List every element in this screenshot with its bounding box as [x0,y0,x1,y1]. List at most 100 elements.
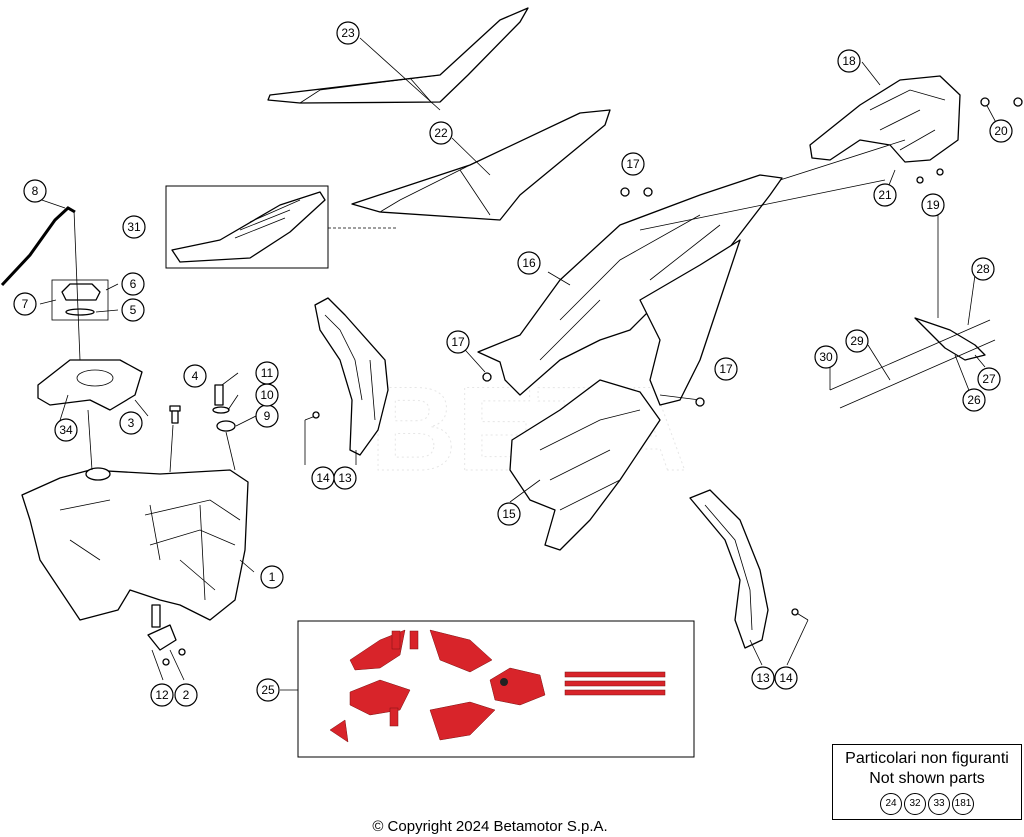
legend-part-181[interactable]: 181 [952,793,974,815]
callout-26[interactable]: 26 [962,388,986,412]
svg-text:11: 11 [261,366,274,380]
copyright-footer: © Copyright 2024 Betamotor S.p.A. [372,818,608,835]
callout-2[interactable]: 2 [174,683,198,707]
callout-1[interactable]: 1 [260,565,284,589]
side-panel-part-15[interactable] [509,379,661,551]
callout-28[interactable]: 28 [971,257,995,281]
svg-text:1: 1 [269,570,276,584]
svg-text:17: 17 [626,157,640,171]
svg-text:15: 15 [502,507,516,521]
side-panel-part-13-right[interactable] [689,489,769,649]
svg-text:27: 27 [982,372,996,386]
callout-29[interactable]: 29 [845,329,869,353]
callout-9[interactable]: 9 [255,404,279,428]
svg-text:21: 21 [878,188,892,202]
svg-text:31: 31 [127,220,141,234]
svg-text:28: 28 [976,262,990,276]
bolt-part-11[interactable] [214,384,224,406]
callout-11[interactable]: 11 [255,361,279,385]
small-hardware [312,97,1023,616]
legend-part-32[interactable]: 32 [904,793,926,815]
svg-text:29: 29 [850,334,864,348]
callout-18[interactable]: 18 [837,49,861,73]
callout-13-right[interactable]: 13 [751,666,775,690]
side-panel-part-13-left[interactable] [314,297,389,456]
svg-text:4: 4 [192,369,199,383]
bolt-part-4[interactable] [169,405,181,424]
callout-7[interactable]: 7 [13,292,37,316]
svg-text:10: 10 [260,388,274,402]
callout-10[interactable]: 10 [255,383,279,407]
not-shown-parts-legend: Particolari non figuranti Not shown part… [832,744,1022,820]
decal-kit-box-25[interactable] [297,620,695,758]
callout-15[interactable]: 15 [497,502,521,526]
svg-text:14: 14 [779,671,793,685]
fuel-tank-part-1[interactable] [21,467,249,621]
callout-12[interactable]: 12 [150,683,174,707]
callout-23[interactable]: 23 [336,21,360,45]
callout-25[interactable]: 25 [256,678,280,702]
legend-part-24[interactable]: 24 [880,793,902,815]
plate-holder-part-26[interactable] [829,317,996,409]
callout-27[interactable]: 27 [977,367,1001,391]
svg-text:7: 7 [22,297,29,311]
svg-text:17: 17 [719,362,733,376]
svg-text:13: 13 [338,471,352,485]
tank-cover-part-3[interactable] [37,359,143,411]
svg-text:19: 19 [926,198,940,212]
svg-text:20: 20 [994,124,1008,138]
seat-part-23[interactable] [267,7,529,104]
legend-subtitle: Not shown parts [869,770,985,787]
breather-hose-part-8[interactable] [0,197,76,287]
fuel-cap-box-7[interactable] [51,279,109,321]
svg-text:14: 14 [316,471,330,485]
callout-20[interactable]: 20 [989,119,1013,143]
svg-text:6: 6 [130,277,137,291]
legend-title: Particolari non figuranti [845,750,1009,767]
callout-6[interactable]: 6 [121,272,145,296]
svg-text:3: 3 [128,416,135,430]
svg-text:26: 26 [967,393,981,407]
svg-text:30: 30 [819,350,833,364]
callout-13-left[interactable]: 13 [333,466,357,490]
svg-text:8: 8 [32,184,39,198]
svg-text:13: 13 [756,671,770,685]
callout-5[interactable]: 5 [121,298,145,322]
grommet-part-9[interactable] [216,420,236,432]
washer-part-10[interactable] [212,406,230,414]
callout-8[interactable]: 8 [23,179,47,203]
callout-21[interactable]: 21 [873,183,897,207]
seat-base-box-31[interactable] [165,185,398,269]
callout-16[interactable]: 16 [517,251,541,275]
svg-text:18: 18 [842,54,856,68]
fuel-fitting-part-12[interactable] [147,604,186,666]
callout-17-left[interactable]: 17 [446,330,470,354]
seat-cover-part-22[interactable] [351,109,611,221]
legend-parts: 24 32 33 181 [833,793,1021,815]
svg-text:16: 16 [522,256,536,270]
svg-text:2: 2 [183,688,190,702]
callout-34[interactable]: 34 [54,418,78,442]
svg-text:17: 17 [451,335,465,349]
svg-text:22: 22 [434,126,448,140]
callout-14-right[interactable]: 14 [774,666,798,690]
callout-31[interactable]: 31 [122,215,146,239]
callout-17-right[interactable]: 17 [714,357,738,381]
rear-mudguard-inner [639,239,741,406]
callout-3[interactable]: 3 [119,411,143,435]
svg-text:9: 9 [264,409,271,423]
callout-4[interactable]: 4 [183,364,207,388]
legend-part-33[interactable]: 33 [928,793,950,815]
svg-text:25: 25 [261,683,275,697]
svg-text:23: 23 [341,26,355,40]
callout-22[interactable]: 22 [429,121,453,145]
svg-text:34: 34 [59,423,73,437]
callout-30[interactable]: 30 [814,345,838,369]
callout-14-left[interactable]: 14 [311,466,335,490]
svg-text:12: 12 [155,688,169,702]
callouts: 1 2 3 4 5 6 7 8 9 10 11 12 13 14 13 14 1… [13,21,1013,707]
callout-19[interactable]: 19 [921,193,945,217]
callout-17-top[interactable]: 17 [621,152,645,176]
tail-support-part-18[interactable] [809,75,961,163]
